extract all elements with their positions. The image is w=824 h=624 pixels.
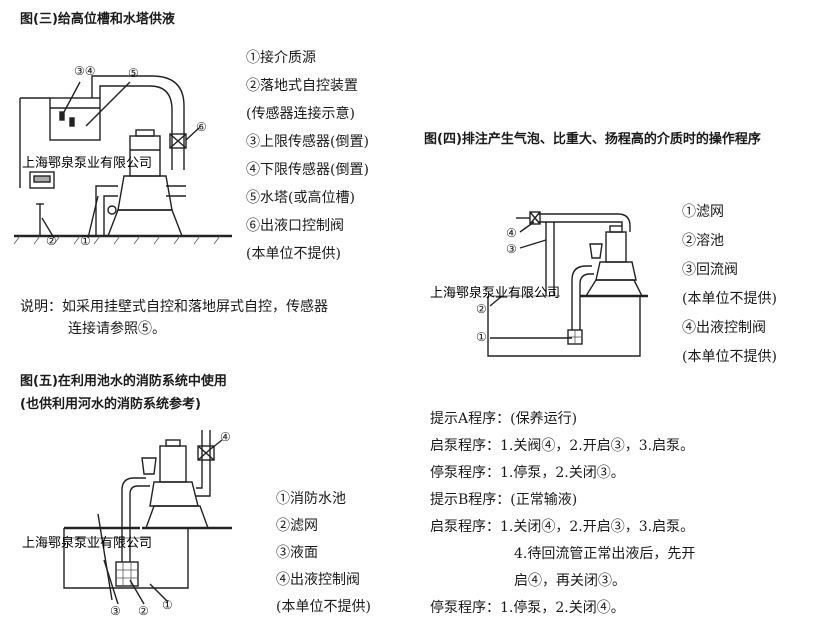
procedure-b-stop: 停泵程序：1.停泵，2.关闭④。 bbox=[430, 600, 625, 616]
fig5-legend-item: (本单位不提供) bbox=[276, 599, 371, 615]
fig3-supply-pipe bbox=[99, 85, 173, 170]
procedure-b-start-cont: 启④，再关闭③。 bbox=[514, 573, 626, 589]
fig5-legend: ①消防水池 ②滤网 ③液面 ④出液控制阀 (本单位不提供) bbox=[276, 486, 371, 621]
fig4-watermark: 上海鄂泉泵业有限公司 bbox=[430, 285, 561, 300]
fig5-diagram bbox=[63, 430, 232, 605]
fig4-legend-item: (本单位不提供) bbox=[682, 291, 777, 307]
fig3-legend-item: ④下限传感器(倒置) bbox=[246, 162, 369, 178]
fig3-legend-item: ⑤水塔(或高位槽) bbox=[246, 190, 355, 206]
fig5-valve-4 bbox=[197, 445, 215, 461]
fig3-control-box bbox=[29, 171, 55, 189]
fig5-callout-4: ④ bbox=[220, 430, 231, 444]
fig4-callout-4: ④ bbox=[506, 226, 517, 240]
fig5-legend-item: ②滤网 bbox=[276, 518, 318, 534]
fig4-legend-item: (本单位不提供) bbox=[682, 349, 777, 365]
fig3-water-tower bbox=[49, 97, 101, 141]
fig3-note: 说明：如采用挂壁式自控和落地屏式自控，传感器 连接请参照⑤。 bbox=[20, 296, 328, 340]
fig3-sensor-4 bbox=[69, 117, 75, 127]
operating-procedures: 提示A程序：(保养运行) 启泵程序：1.关阀④，2.开启③，3.启泵。 停泵程序… bbox=[430, 406, 695, 622]
fig4-title: 图(四)排注产生气泡、比重大、扬程高的介质时的操作程序 bbox=[424, 132, 761, 147]
fig5-watermark: 上海鄂泉泵业有限公司 bbox=[22, 535, 153, 550]
fig3-legend-item: ⑥出液口控制阀 bbox=[246, 218, 344, 234]
fig3-suction-pipe bbox=[103, 195, 118, 236]
fig3-note-line: 连接请参照⑤。 bbox=[68, 321, 166, 337]
fig3-legend-item: ①接介质源 bbox=[246, 50, 316, 66]
fig5-callout-2: ② bbox=[138, 604, 149, 618]
fig3-watermark: 上海鄂泉泵业有限公司 bbox=[22, 155, 153, 170]
fig3-legend-item: ③上限传感器(倒置) bbox=[246, 134, 369, 150]
fig5-title-line: (也供利用河水的消防系统参考) bbox=[20, 397, 201, 412]
fig3-callout-3-4: ③④ bbox=[74, 64, 96, 78]
fig4-callout-1: ① bbox=[476, 330, 487, 344]
fig3-diagram bbox=[13, 75, 232, 245]
fig3-callout-1: ① bbox=[80, 234, 91, 248]
fig5-pump-base bbox=[145, 505, 209, 529]
procedure-b-start: 启泵程序：1.关闭④，2.开启③，3.启泵。 bbox=[430, 519, 695, 535]
fig4-diagram bbox=[487, 211, 648, 357]
fig5-strainer bbox=[141, 457, 157, 475]
fig4-tank bbox=[487, 296, 641, 357]
fig3-callout-2: ② bbox=[46, 234, 57, 248]
fig5-callout-1: ① bbox=[162, 598, 173, 612]
fig4-legend-item: ④出液控制阀 bbox=[682, 320, 766, 336]
fig4-legend-item: ②溶池 bbox=[682, 233, 724, 249]
fig5-legend-item: ①消防水池 bbox=[276, 491, 346, 507]
procedure-a-stop: 停泵程序：1.停泵，2.关闭③。 bbox=[430, 465, 625, 481]
procedure-a-title: 提示A程序：(保养运行) bbox=[430, 411, 578, 427]
fig5-legend-item: ④出液控制阀 bbox=[276, 572, 360, 588]
fig4-callout-2: ② bbox=[476, 302, 487, 316]
fig4-legend-item: ③回流阀 bbox=[682, 262, 738, 278]
fig4-legend: ①滤网 ②溶池 ③回流阀 (本单位不提供) ④出液控制阀 (本单位不提供) bbox=[682, 198, 777, 372]
procedure-b-title: 提示B程序：(正常输液) bbox=[430, 492, 578, 508]
fig5-callout-3: ③ bbox=[110, 604, 121, 618]
fig5-fire-pool bbox=[63, 528, 189, 589]
fig4-pump-motor bbox=[605, 231, 627, 263]
fig3-callout-6: ⑥ bbox=[196, 120, 207, 134]
fig5-discharge-pipe bbox=[196, 430, 211, 497]
fig3-legend: ①接介质源 ②落地式自控装置 (传感器连接示意) ③上限传感器(倒置) ④下限传… bbox=[246, 44, 369, 268]
fig5-pump-motor bbox=[159, 445, 187, 483]
fig3-valve-6 bbox=[169, 133, 187, 149]
procedure-a-start: 启泵程序：1.关阀④，2.开启③，3.启泵。 bbox=[430, 438, 695, 454]
fig3-floor-hatch bbox=[13, 235, 21, 245]
fig5-legend-item: ③液面 bbox=[276, 545, 318, 561]
procedure-b-start-cont: 4.待回流管正常出液后，先开 bbox=[514, 546, 696, 562]
fig3-legend-item: ②落地式自控装置 bbox=[246, 78, 358, 94]
fig4-discharge-pipe bbox=[538, 213, 631, 232]
fig3-note-line: 说明：如采用挂壁式自控和落地屏式自控，传感器 bbox=[20, 299, 328, 315]
fig3-callout-5: ⑤ bbox=[128, 66, 139, 80]
fig3-title: 图(三)给高位槽和水塔供液 bbox=[20, 12, 175, 27]
fig5-suction-pipe bbox=[121, 477, 146, 562]
fig5-filter bbox=[115, 561, 139, 587]
fig4-pump-base bbox=[584, 279, 644, 297]
fig3-sensor-3 bbox=[59, 111, 65, 121]
fig5-title-line: 图(五)在利用池水的消防系统中使用 bbox=[20, 374, 227, 389]
fig4-strainer bbox=[589, 243, 603, 259]
fig4-legend-item: ①滤网 bbox=[682, 204, 724, 220]
fig3-legend-item: (传感器连接示意) bbox=[246, 106, 355, 122]
fig4-callout-3: ③ bbox=[506, 242, 517, 256]
fig3-legend-item: (本单位不提供) bbox=[246, 246, 341, 262]
fig4-suction-pipe bbox=[571, 265, 592, 330]
fig5-title: 图(五)在利用池水的消防系统中使用 (也供利用河水的消防系统参考) bbox=[20, 370, 227, 412]
